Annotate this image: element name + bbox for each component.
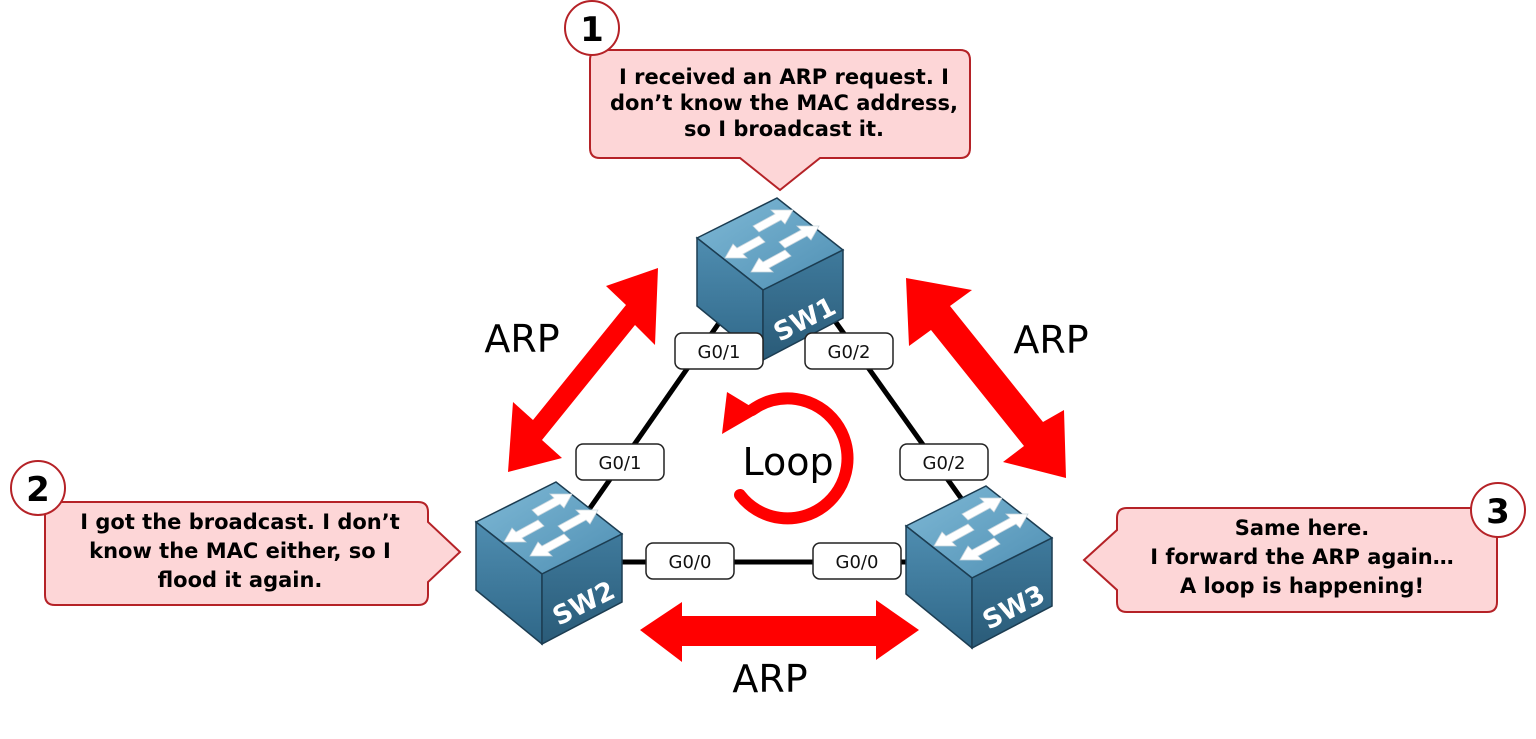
arp-arrow-left [508,268,658,472]
switch-sw2[interactable]: SW2 [475,481,623,645]
arp-label-bottom: ARP [732,657,807,701]
svg-text:know the MAC either, so I: know the MAC either, so I [89,539,391,563]
svg-text:so I broadcast it.: so I broadcast it. [684,117,884,141]
loop-label: Loop [742,440,833,484]
arp-arrow-right [906,278,1066,478]
callout-3: Same here. I forward the ARP again… A lo… [1082,507,1498,613]
svg-text:G0/1: G0/1 [698,342,741,363]
port-label-sw3-g00: G0/0 [812,542,902,580]
svg-text:G0/2: G0/2 [828,342,871,363]
svg-text:I forward the ARP again…: I forward the ARP again… [1150,545,1454,569]
callout-1: I received an ARP request. I don’t know … [589,49,971,192]
svg-text:I got the broadcast. I don’t: I got the broadcast. I don’t [80,510,400,534]
callout-3-badge: 3 [1470,482,1526,538]
arp-label-left: ARP [484,317,559,361]
svg-text:G0/2: G0/2 [923,453,966,474]
arp-label-right: ARP [1013,318,1088,362]
arp-arrow-bottom [640,600,919,662]
svg-text:2: 2 [26,470,50,510]
callout-2: I got the broadcast. I don’t know the MA… [44,501,462,606]
switch-sw3[interactable]: SW3 [905,485,1053,649]
svg-text:G0/1: G0/1 [599,453,642,474]
svg-text:G0/0: G0/0 [836,552,879,573]
port-label-sw2-g01: G0/1 [575,443,665,481]
arp-arrows [508,268,1066,662]
svg-text:flood it again.: flood it again. [158,568,323,592]
svg-text:don’t know the MAC address,: don’t know the MAC address, [610,91,958,115]
callout-1-badge: 1 [564,0,620,56]
callout-2-badge: 2 [10,460,66,516]
svg-text:I received an ARP request. I: I received an ARP request. I [619,65,949,89]
svg-text:3: 3 [1486,492,1510,532]
port-label-sw1-g01: G0/1 [674,332,764,370]
svg-text:G0/0: G0/0 [669,552,712,573]
port-label-sw2-g00: G0/0 [645,542,735,580]
port-label-sw3-g02: G0/2 [899,443,989,481]
port-label-sw1-g02: G0/2 [804,332,894,370]
svg-text:Same here.: Same here. [1235,516,1370,540]
svg-text:A loop is happening!: A loop is happening! [1180,574,1424,598]
svg-text:1: 1 [580,10,604,50]
loop-icon [722,392,854,525]
